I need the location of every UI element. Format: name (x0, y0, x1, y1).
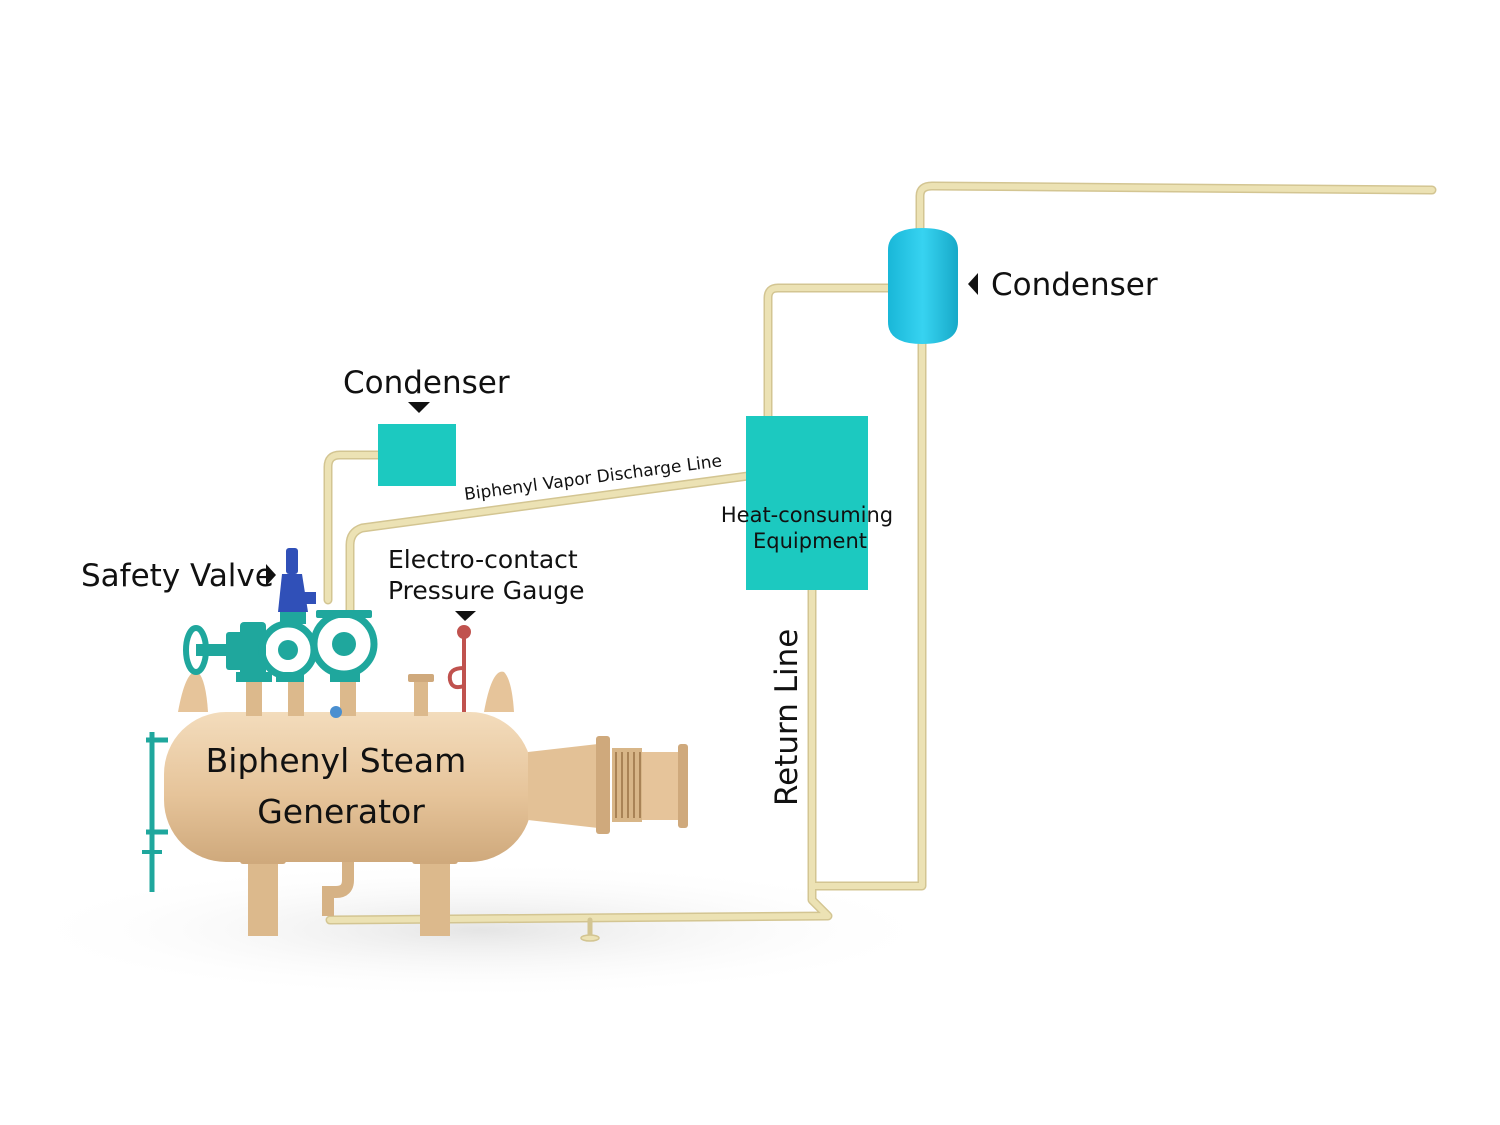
steam-generator (164, 671, 688, 936)
pointer-arrow-pressure-gauge (455, 611, 476, 621)
label-generator-line2: Generator (257, 792, 425, 831)
label-safety-valve: Safety Valve (81, 558, 274, 594)
pointer-arrow-safety-valve (266, 564, 276, 586)
pipe-condenser-down (809, 337, 925, 889)
pointer-arrow-condenser-top (408, 402, 430, 413)
label-gauge-line2: Pressure Gauge (388, 576, 584, 605)
condenser-box-top (378, 424, 456, 486)
pipes (323, 181, 1437, 942)
level-gauge (142, 732, 168, 892)
pipe-vapor-discharge (347, 473, 751, 615)
condenser-vessel-right (888, 228, 958, 344)
pipe-top-condenser (325, 452, 381, 603)
label-condenser-top: Condenser (343, 365, 510, 401)
pointer-arrow-condenser-right (968, 273, 978, 295)
label-equipment-line2: Equipment (753, 529, 867, 553)
pipe-condenser-to-equipment (765, 285, 891, 419)
pipe-return-line (327, 587, 831, 923)
label-condenser-right: Condenser (991, 267, 1158, 303)
pipe-top-right (917, 183, 1435, 231)
label-gauge-line1: Electro-contact (388, 545, 578, 574)
valve-cluster (183, 548, 378, 718)
label-equipment-line1: Heat-consuming (721, 503, 893, 527)
heat-consuming-equipment-box (746, 416, 868, 590)
pressure-gauge (447, 625, 471, 712)
ground-shadow (10, 860, 950, 1000)
label-generator-line1: Biphenyl Steam (206, 741, 467, 780)
label-return-line: Return Line (769, 629, 805, 806)
